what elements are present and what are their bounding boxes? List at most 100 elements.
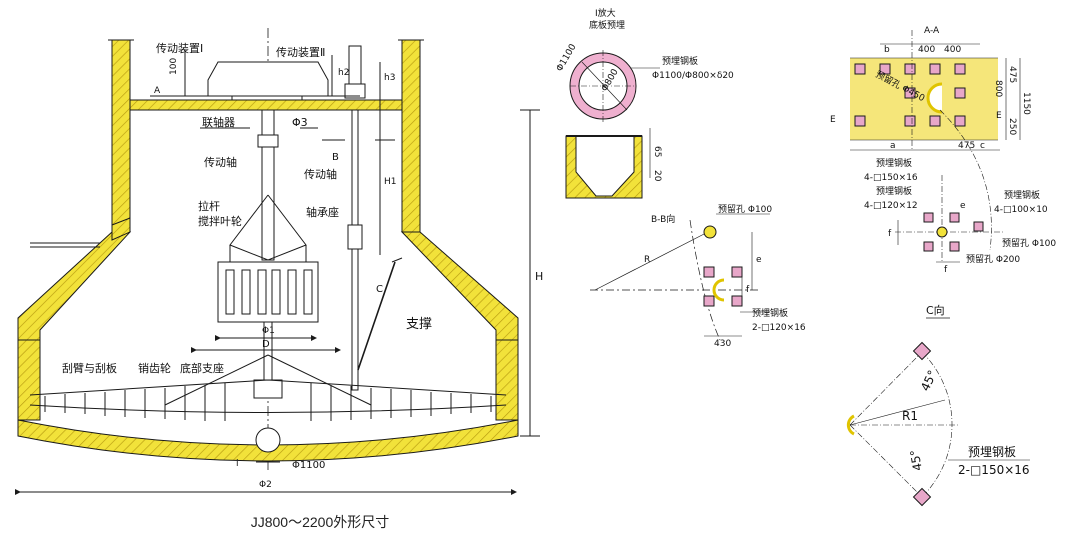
detail-AA: [850, 30, 1021, 263]
label-impeller: 搅拌叶轮: [198, 214, 242, 228]
left-outer-wall: [17, 339, 41, 421]
aa-hole200: 预留孔 Φ200: [966, 253, 1020, 265]
bb-plate-spec: 2-□120×16: [752, 323, 806, 333]
label-rod: 拉杆: [198, 199, 220, 213]
right-column: [401, 39, 421, 233]
impeller-blades: [225, 269, 313, 315]
aa-dim-c: c: [980, 141, 985, 151]
scraper-arm-bottom: [29, 404, 507, 413]
aa-dim-b: b: [884, 45, 890, 55]
aa-dim-250: 250: [1007, 118, 1017, 135]
bb-plate-3: [703, 295, 715, 307]
bb-dim-e: e: [756, 255, 762, 265]
detail-I: [565, 50, 660, 199]
top-slab: [129, 99, 403, 111]
bb-plate-2: [731, 266, 743, 278]
tie-rods: [229, 194, 307, 261]
drive-unit-1-base: [231, 95, 303, 101]
aa-lower-plates: [923, 212, 984, 252]
aa-plate2-spec: 4-□120×12: [864, 201, 918, 211]
right-outer-wall: [495, 339, 519, 421]
aa-hole-200: [936, 226, 948, 238]
aa-E1: E: [830, 115, 836, 125]
label-support: 支撑: [406, 317, 432, 332]
main-shaft: [261, 109, 275, 261]
bb-dim-430: 430: [714, 339, 731, 349]
detail-I-dim-20: 20: [652, 170, 662, 182]
label-dim-h2: h2: [338, 68, 349, 78]
bearing-seat: [347, 224, 363, 250]
aa-dim-e: e: [960, 201, 966, 211]
label-dim-h3: h3: [384, 73, 395, 83]
drive-unit-1-housing: [207, 61, 329, 97]
figure-caption: JJ800～2200外形尺寸: [250, 514, 390, 530]
label-section-b: B: [332, 152, 339, 163]
coupling: [257, 134, 279, 148]
label-bearing: 轴承座: [306, 205, 339, 219]
second-shaft: [351, 109, 359, 391]
aa-dim-475: 475: [1007, 66, 1017, 83]
support-strut: [357, 261, 396, 371]
aa-hole-450: [926, 82, 943, 114]
c-arc: [846, 414, 855, 436]
label-scraper: 刮臂与刮板: [62, 361, 117, 375]
detail-I-labels: I放大 底板预埋 Φ1100 Φ800 预埋钢板 Φ1100/Φ800×δ20 …: [555, 7, 734, 182]
label-section-a: A: [154, 86, 161, 96]
aa-dim-f1: f: [888, 229, 892, 239]
aa-dim-800: 800: [993, 80, 1003, 97]
aa-dim-a: a: [890, 141, 896, 151]
aa-dim-400b: 400: [944, 45, 961, 55]
detail-C-labels: C向 45° 45° R1 预埋钢板 2-□150×16: [902, 303, 1030, 477]
label-drive-1: 传动装置Ⅰ: [156, 42, 203, 55]
aa-title: A-A: [924, 26, 940, 36]
label-dim-i: i: [236, 459, 239, 469]
left-column: [111, 39, 131, 233]
label-dim-h1: H1: [384, 177, 397, 187]
left-slope: [17, 231, 132, 341]
label-pin-gear: 销齿轮: [138, 361, 171, 375]
detail-C: [846, 317, 1030, 507]
aa-dim-f2: f: [944, 265, 948, 275]
label-D: D: [262, 339, 270, 350]
label-dim-H: H: [535, 270, 543, 283]
c-plate-spec: 2-□150×16: [958, 463, 1030, 477]
c-plate-label: 预埋钢板: [968, 445, 1016, 459]
aa-dim-400a: 400: [918, 45, 935, 55]
label-phi3: Φ3: [292, 116, 308, 129]
label-phi1100: Φ1100: [292, 460, 325, 471]
detail-I-plate-label: 预埋钢板: [662, 55, 698, 67]
bottom-pit: [255, 427, 281, 453]
aa-hole100: 预留孔 Φ100: [1002, 237, 1056, 249]
bottom-floor: [17, 419, 519, 462]
main-elevation: [15, 28, 540, 495]
aa-slab: [850, 58, 998, 140]
aa-E2: E: [996, 111, 1002, 121]
c-title: C向: [926, 303, 945, 317]
detail-I-dim-65: 65: [652, 146, 662, 157]
bb-plate-4: [731, 295, 743, 307]
drive-unit-2-gearbox: [344, 83, 366, 99]
bb-hole: [703, 225, 717, 239]
aa-plate1-label: 预埋钢板: [876, 157, 912, 169]
c-angle-1: 45°: [918, 368, 940, 393]
label-phi1: Φ1: [262, 326, 275, 336]
scraper-blades: [44, 383, 492, 421]
aa-plate2-label: 预埋钢板: [876, 185, 912, 197]
support-top: [391, 257, 403, 263]
c-R1: R1: [902, 409, 918, 423]
label-dim-100: 100: [169, 58, 179, 75]
scraper-stay-right: [267, 354, 372, 406]
bb-title: B-B向: [651, 213, 675, 225]
detail-I-title-2: 底板预埋: [589, 19, 625, 31]
label-drive-2: 传动装置Ⅱ: [276, 46, 325, 59]
scraper-stay-left: [164, 354, 269, 406]
label-shaft-2: 传动轴: [304, 167, 337, 181]
scraper-arm-top: [29, 379, 507, 396]
bottom-seat: [253, 379, 283, 399]
drive-unit-2-motor: [348, 45, 362, 85]
main-labels: 传动装置Ⅰ 传动装置Ⅱ 100 h2 h3 A 联轴器 Φ3 传动轴 传动轴 B…: [62, 42, 543, 490]
bb-R: R: [644, 255, 650, 265]
bb-plate-1: [703, 266, 715, 278]
detail-I-plate-spec: Φ1100/Φ800×δ20: [652, 71, 734, 81]
